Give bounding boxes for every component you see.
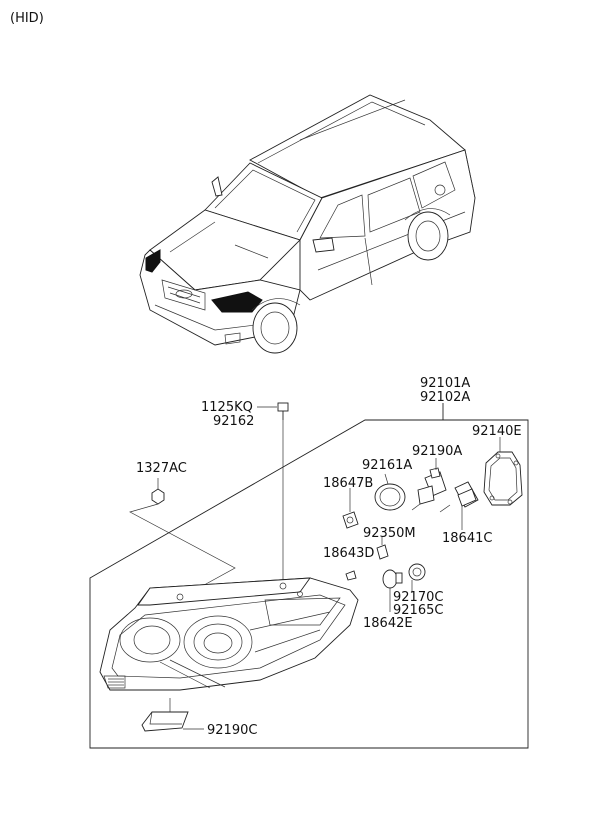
hid-bulb-part — [411, 458, 447, 511]
assembly-label-2: 92102A — [420, 390, 470, 405]
ballast-part — [141, 698, 204, 732]
turn-signal-bulb-part — [382, 569, 403, 612]
assembly-label-1: 92101A — [420, 376, 470, 391]
headlamp-assembly — [99, 577, 359, 691]
ballast-label: 92190C — [207, 723, 257, 738]
turn-signal-socket-part — [408, 563, 426, 592]
small-socket-label: 18647B — [323, 476, 373, 491]
gasket-cover-label: 92140E — [472, 424, 522, 439]
nut-label: 1327AC — [136, 461, 187, 476]
bolt-part — [257, 402, 289, 590]
gasket-cover-part — [483, 437, 523, 506]
connector-label: 92350M — [363, 526, 416, 541]
bolt-label-2: 92162 — [213, 414, 254, 429]
turn-signal-socket-label-2: 92165C — [393, 603, 443, 618]
igniter-part — [439, 481, 479, 530]
bolt-label-1: 1125KQ — [201, 400, 253, 415]
small-bulb-label: 18643D — [323, 546, 374, 561]
assembly-frame — [89, 403, 529, 749]
vehicle-illustration — [139, 94, 476, 354]
small-socket-part — [342, 488, 359, 529]
turn-signal-socket-label-1: 92170C — [393, 590, 443, 605]
turn-signal-bulb-label: 18642E — [363, 616, 413, 631]
small-bulb-part — [345, 570, 357, 581]
igniter-label: 18641C — [442, 531, 492, 546]
nut-part — [129, 478, 236, 591]
cover-cap-label: 92161A — [362, 458, 412, 473]
cover-cap-part — [374, 473, 406, 511]
hid-bulb-label: 92190A — [412, 444, 462, 459]
connector-part — [376, 537, 389, 560]
variant-label: (HID) — [10, 11, 44, 26]
